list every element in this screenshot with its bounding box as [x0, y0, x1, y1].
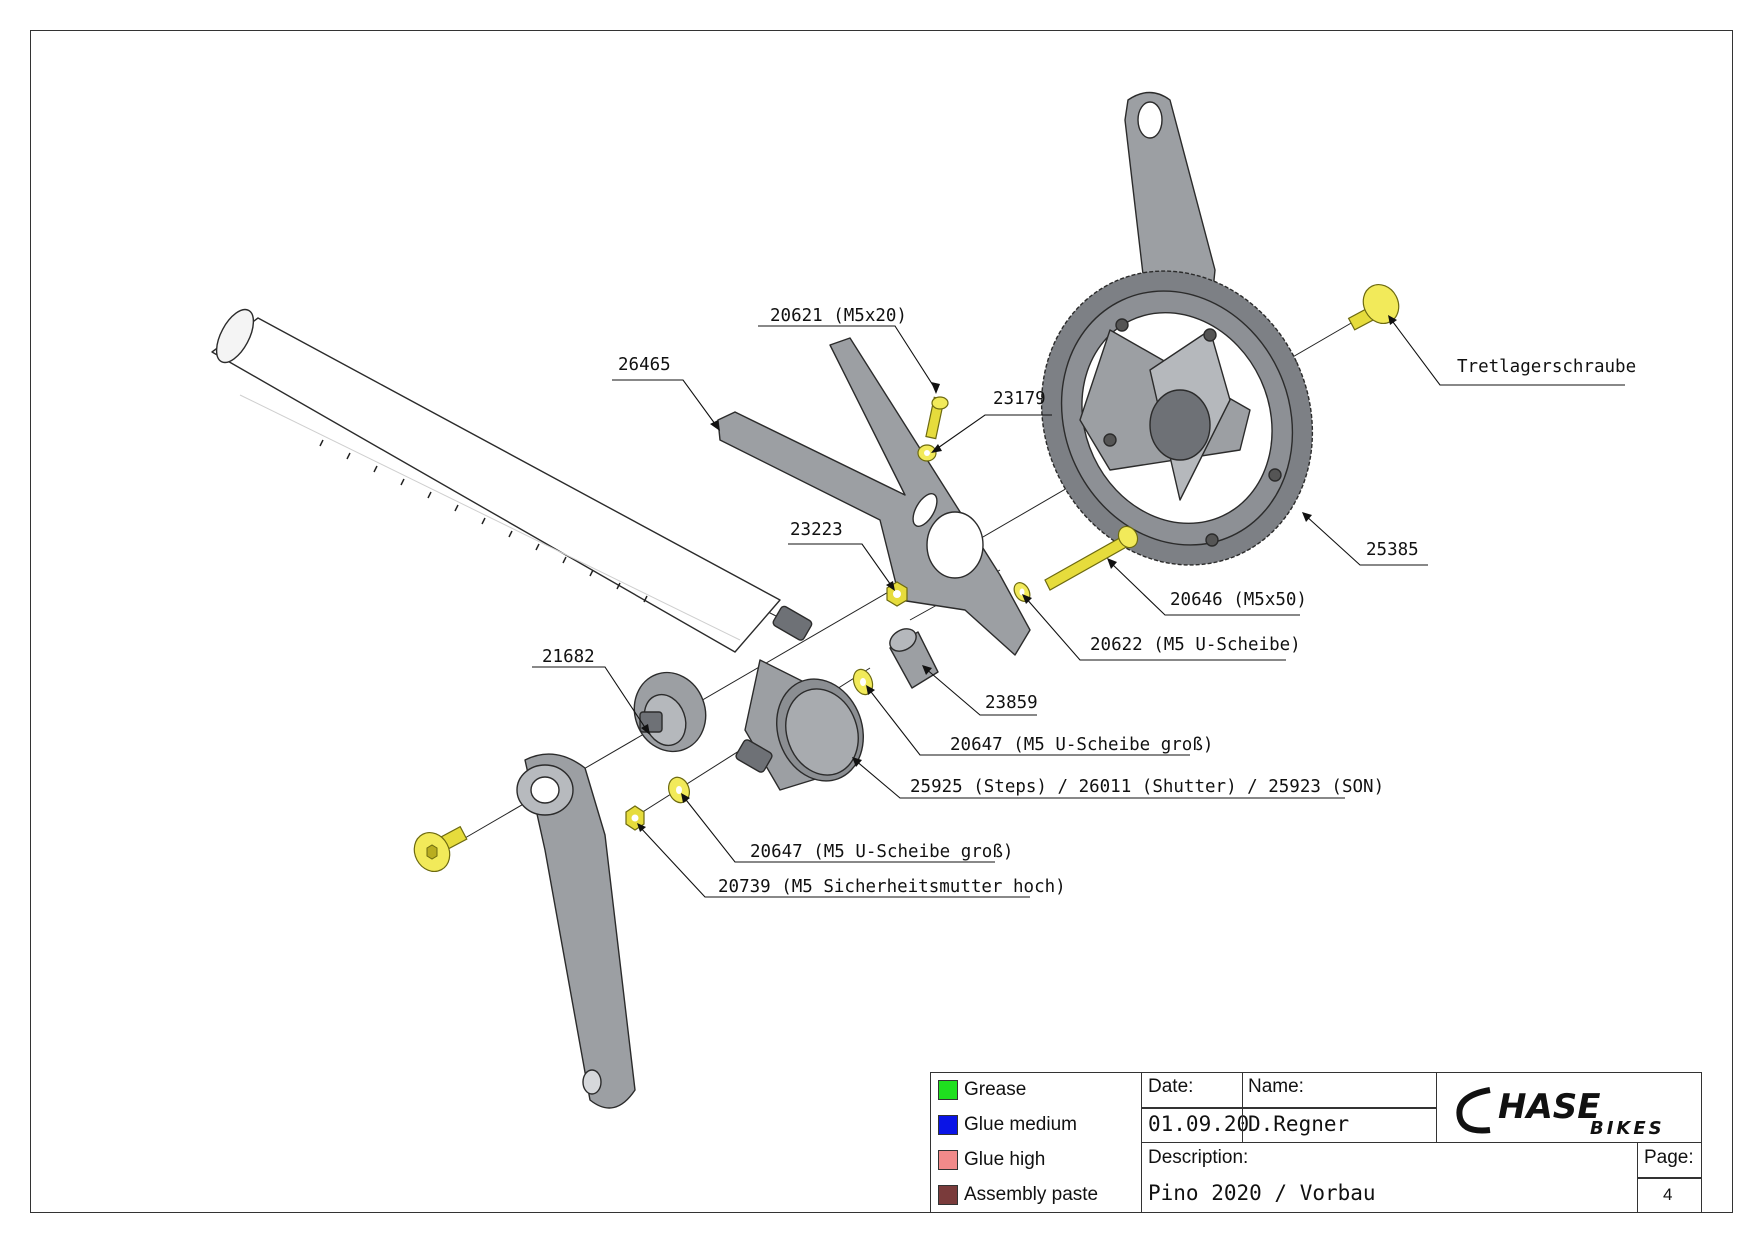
grease-swatch — [938, 1080, 958, 1100]
leader-lines — [532, 315, 1625, 898]
label-20739: 20739 (M5 Sicherheitsmutter hoch) — [718, 877, 1066, 897]
legend-grease-label: Grease — [964, 1079, 1027, 1100]
assembly-paste-swatch — [938, 1185, 958, 1205]
nut-20739 — [625, 805, 645, 831]
name-value: D.Regner — [1248, 1112, 1350, 1136]
bracket-part — [717, 337, 1031, 656]
label-23223: 23223 — [790, 520, 843, 540]
label-20647-top: 20647 (M5 U-Scheibe groß) — [950, 735, 1213, 755]
motor-housing-part — [735, 605, 864, 791]
label-25925: 25925 (Steps) / 26011 (Shutter) / 25923 … — [910, 777, 1384, 797]
name-divider — [1242, 1107, 1437, 1109]
left-crank-part — [516, 753, 636, 1109]
crank-bolt-right — [1347, 284, 1400, 331]
logo-main-text: HASE — [1498, 1087, 1600, 1127]
label-23179: 23179 — [993, 389, 1046, 409]
glue-medium-swatch — [938, 1115, 958, 1135]
label-20621: 20621 (M5x20) — [770, 306, 907, 326]
legend-glue-medium-label: Glue medium — [964, 1114, 1077, 1135]
label-20647-bottom: 20647 (M5 U-Scheibe groß) — [750, 842, 1013, 862]
description-label: Description: — [1148, 1147, 1249, 1168]
description-value: Pino 2020 / Vorbau — [1148, 1181, 1376, 1205]
chainring-part — [1040, 270, 1314, 566]
part-labels: 20621 (M5x20) 26465 23179 23223 20646 (M… — [542, 306, 1636, 897]
tube-part — [211, 308, 781, 653]
legend-assembly-paste-label: Assembly paste — [964, 1184, 1099, 1205]
label-20646: 20646 (M5x50) — [1170, 590, 1307, 610]
label-25385: 25385 — [1366, 540, 1419, 560]
title-block: Grease Glue medium Glue high Assembly pa… — [930, 1072, 1702, 1213]
label-tretlagerschraube: Tretlagerschraube — [1457, 357, 1636, 377]
crank-bolt-left — [413, 825, 468, 872]
name-label: Name: — [1248, 1076, 1304, 1097]
spider-part — [633, 671, 707, 753]
date-value: 01.09.20 — [1148, 1112, 1250, 1136]
bolt-20646 — [1044, 525, 1139, 591]
glue-high-swatch — [938, 1150, 958, 1170]
bolt-20621 — [925, 396, 949, 440]
date-label: Date: — [1148, 1076, 1194, 1097]
label-20622: 20622 (M5 U-Scheibe) — [1090, 635, 1301, 655]
page-label: Page: — [1644, 1147, 1694, 1168]
label-21682: 21682 — [542, 647, 595, 667]
washer-23179 — [917, 444, 937, 462]
tube-scale-marks — [319, 439, 648, 603]
legend-glue-high-label: Glue high — [964, 1149, 1046, 1170]
hase-bikes-logo: HASE BIKES — [1456, 1087, 1665, 1138]
label-23859: 23859 — [985, 693, 1038, 713]
label-26465: 26465 — [618, 355, 671, 375]
logo-sub-text: BIKES — [1590, 1118, 1665, 1138]
washer-20647-bottom — [668, 776, 690, 804]
spacer-part — [889, 628, 939, 689]
date-divider — [1141, 1107, 1243, 1109]
page-divider — [1637, 1177, 1702, 1179]
drawing-frame — [30, 30, 1733, 1213]
page-number: 4 — [1663, 1185, 1673, 1204]
